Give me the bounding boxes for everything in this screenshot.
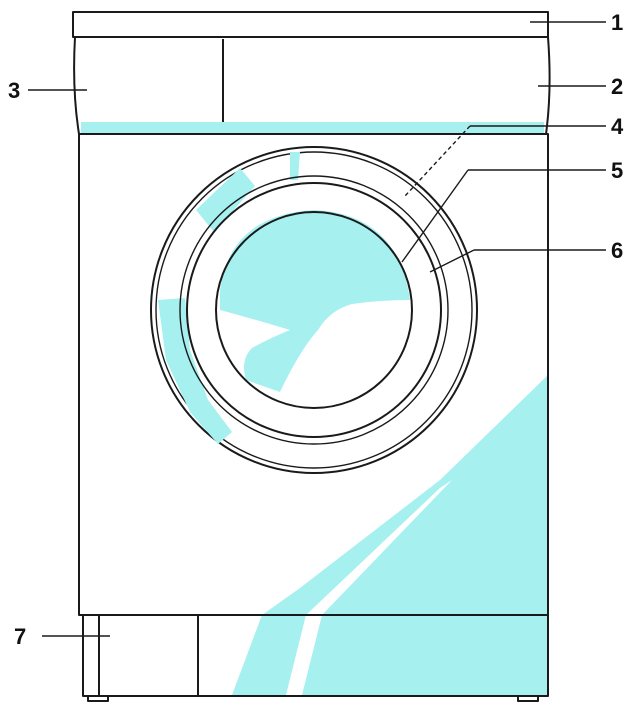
callout-6: 6 <box>611 238 623 263</box>
leader-lines <box>28 21 606 637</box>
callout-2: 2 <box>611 74 623 99</box>
control-panel <box>73 36 551 135</box>
door <box>150 146 478 474</box>
callout-7: 7 <box>14 624 26 649</box>
leader-4-dashed <box>404 125 471 197</box>
leader-5-diag <box>401 169 469 263</box>
leader-6-diag <box>429 249 475 273</box>
callout-4: 4 <box>611 114 624 139</box>
plinth <box>82 614 549 702</box>
plinth-reflection <box>232 615 548 695</box>
callout-5: 5 <box>611 158 623 183</box>
callout-labels: 1 2 3 4 5 6 7 <box>8 10 624 649</box>
cabinet-reflection <box>262 375 548 615</box>
callout-3: 3 <box>8 78 20 103</box>
door-ring-tint-top <box>290 152 300 180</box>
panel-tint-strip <box>81 122 544 133</box>
callout-1: 1 <box>611 10 623 35</box>
cabinet-reflection-highlight <box>306 480 452 615</box>
cabinet <box>78 133 549 616</box>
door-ring-tint-left <box>196 168 255 232</box>
door-glass <box>215 210 413 409</box>
worktop <box>72 11 549 38</box>
